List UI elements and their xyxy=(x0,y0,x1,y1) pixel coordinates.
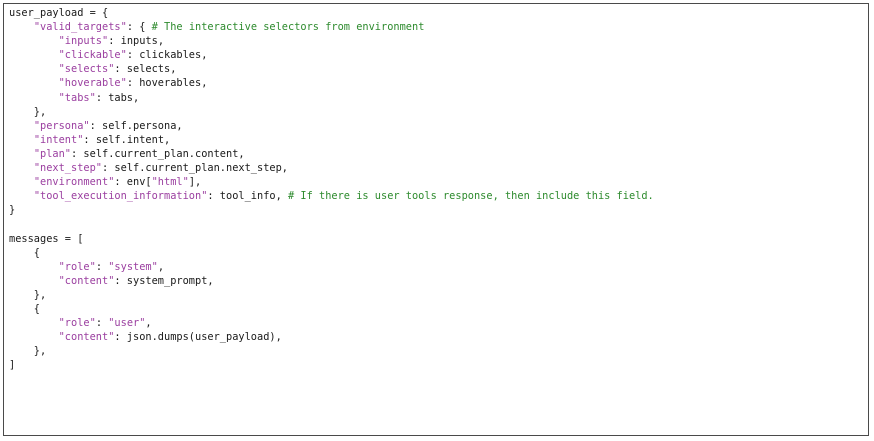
code-line: messages = [ xyxy=(9,232,868,246)
code-token xyxy=(9,49,59,61)
string-token: "content" xyxy=(58,331,115,344)
code-token: ], xyxy=(188,176,202,189)
code-token: { xyxy=(9,246,40,259)
code-line: } xyxy=(9,203,868,217)
code-line: { xyxy=(9,246,868,260)
code-line: "content": json.dumps(user_payload), xyxy=(9,330,868,344)
code-line: "content": system_prompt, xyxy=(9,274,868,288)
code-token xyxy=(9,162,34,174)
code-line: user_payload = { xyxy=(9,6,868,20)
string-token: "tool_execution_information" xyxy=(33,190,208,203)
code-line: "next_step": self.current_plan.next_step… xyxy=(9,161,868,175)
code-token xyxy=(9,77,59,89)
code-token xyxy=(9,275,59,287)
code-token: messages = [ xyxy=(9,232,84,245)
code-token: , xyxy=(157,260,165,273)
code-line: "environment": env["html"], xyxy=(9,175,868,189)
code-token: : clickables, xyxy=(126,49,208,62)
code-line: "role": "system", xyxy=(9,260,868,274)
string-token: "role" xyxy=(58,260,96,273)
code-listing: user_payload = { "valid_targets": { # Th… xyxy=(9,6,868,372)
string-token: "valid_targets" xyxy=(33,21,127,34)
code-line: }, xyxy=(9,288,868,302)
string-token: "persona" xyxy=(33,119,90,132)
code-token: : inputs, xyxy=(108,35,165,48)
code-line: "clickable": clickables, xyxy=(9,48,868,62)
code-token: : hoverables, xyxy=(126,77,208,90)
string-token: "plan" xyxy=(33,147,72,160)
code-line: ] xyxy=(9,358,868,372)
string-token: "system" xyxy=(108,260,158,273)
string-token: "user" xyxy=(108,317,146,330)
code-token xyxy=(9,176,34,188)
code-token: : env[ xyxy=(114,176,152,189)
string-token: "selects" xyxy=(58,63,115,76)
code-token: : tabs, xyxy=(95,91,140,104)
code-token xyxy=(9,134,34,146)
code-line: "intent": self.intent, xyxy=(9,133,868,147)
code-token xyxy=(9,63,59,75)
string-token: "html" xyxy=(151,176,189,189)
code-line: { xyxy=(9,302,868,316)
string-token: "next_step" xyxy=(33,162,103,175)
code-token: : json.dumps(user_payload), xyxy=(114,331,282,344)
code-line: "persona": self.persona, xyxy=(9,119,868,133)
code-line: "selects": selects, xyxy=(9,62,868,76)
code-line: "valid_targets": { # The interactive sel… xyxy=(9,20,868,34)
code-token: ] xyxy=(9,359,16,372)
code-token: : self.current_plan.content, xyxy=(71,147,245,160)
code-token: : tool_info, xyxy=(207,190,288,203)
code-line xyxy=(9,217,868,231)
code-token: , xyxy=(145,317,152,330)
code-token: : xyxy=(95,260,109,273)
code-token xyxy=(9,331,59,343)
code-line: "inputs": inputs, xyxy=(9,34,868,48)
code-token: : selects, xyxy=(114,63,177,76)
code-token: }, xyxy=(9,345,47,358)
code-token: : self.current_plan.next_step, xyxy=(102,162,288,175)
code-line: "tool_execution_information": tool_info,… xyxy=(9,189,868,203)
code-token: : { xyxy=(126,21,152,34)
code-token: }, xyxy=(9,288,47,301)
code-token: user_payload = { xyxy=(9,7,109,19)
string-token: "content" xyxy=(58,274,115,287)
code-line: }, xyxy=(9,105,868,119)
code-token: : system_prompt, xyxy=(114,274,214,287)
code-token: { xyxy=(9,302,40,315)
code-line: }, xyxy=(9,344,868,358)
string-token: "intent" xyxy=(33,133,84,146)
code-token: } xyxy=(9,204,16,217)
code-token: : xyxy=(95,317,109,330)
string-token: "inputs" xyxy=(58,35,109,48)
code-token xyxy=(9,35,59,47)
code-block-frame: user_payload = { "valid_targets": { # Th… xyxy=(3,3,869,436)
code-line: "plan": self.current_plan.content, xyxy=(9,147,868,161)
code-token: : self.persona, xyxy=(89,119,183,132)
code-line: "role": "user", xyxy=(9,316,868,330)
code-token xyxy=(9,317,59,329)
string-token: "hoverable" xyxy=(58,77,127,90)
code-token xyxy=(9,148,34,160)
string-token: "role" xyxy=(58,317,96,330)
code-token: }, xyxy=(9,105,47,118)
string-token: "environment" xyxy=(33,176,115,189)
string-token: "clickable" xyxy=(58,49,127,62)
comment-token: # If there is user tools response, then … xyxy=(288,190,654,203)
code-token xyxy=(9,92,59,104)
code-token: : self.intent, xyxy=(83,133,171,146)
code-line: "hoverable": hoverables, xyxy=(9,76,868,90)
code-token xyxy=(9,190,34,202)
code-line: "tabs": tabs, xyxy=(9,91,868,105)
code-token xyxy=(9,120,34,132)
code-token xyxy=(9,21,34,33)
code-token xyxy=(9,261,59,273)
string-token: "tabs" xyxy=(58,91,96,104)
comment-token: # The interactive selectors from environ… xyxy=(151,21,425,34)
